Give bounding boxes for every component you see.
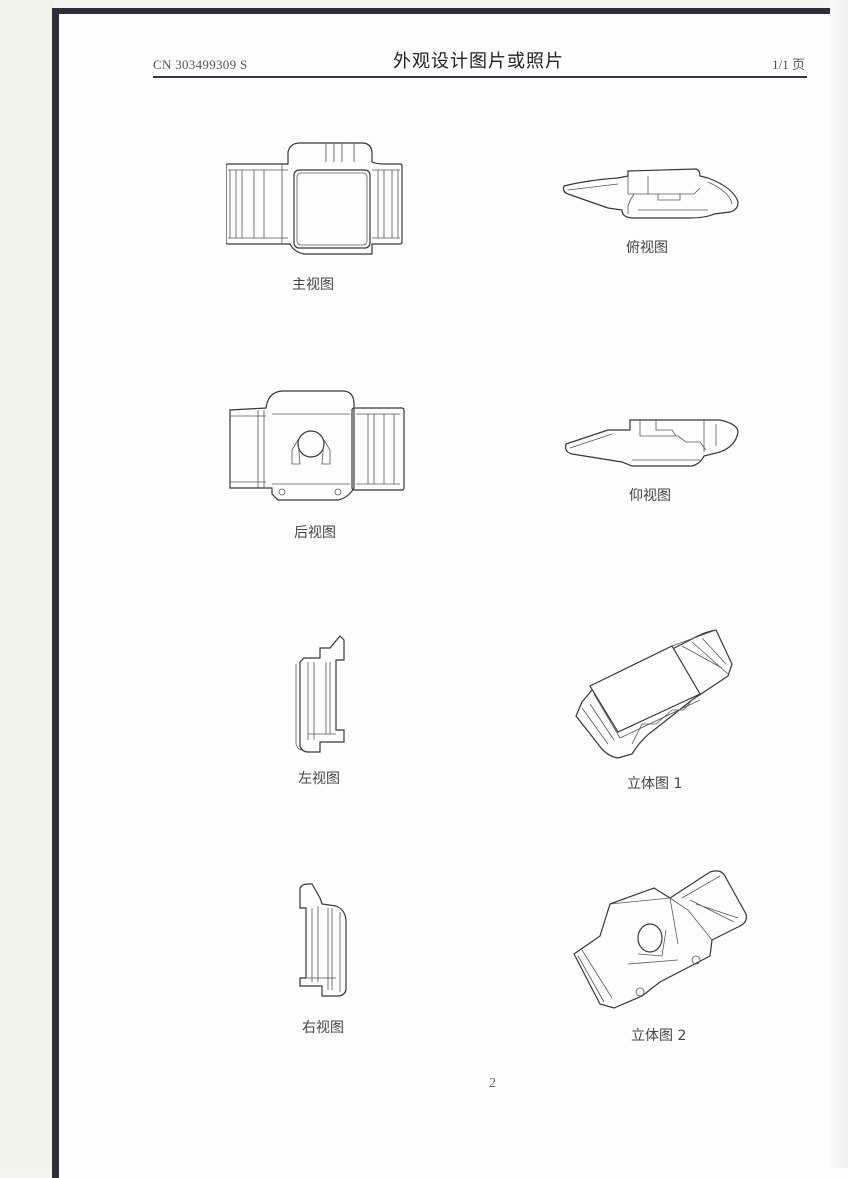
document-title: 外观设计图片或照片 (393, 51, 564, 72)
bottom-view-caption: 仰视图 (629, 488, 671, 504)
perspective-2-caption: 立体图 2 (631, 1028, 687, 1044)
document-header: CN 303499309 S 外观设计图片或照片 1/1 页 (153, 46, 807, 78)
document-number: CN 303499309 S (153, 57, 248, 72)
front-view-drawing (226, 140, 406, 260)
top-view-caption: 俯视图 (626, 240, 668, 256)
perspective-2-drawing (570, 864, 750, 1014)
right-view-drawing (292, 882, 356, 1006)
page-info: 1/1 页 (772, 57, 805, 72)
scan-margin (0, 0, 54, 1168)
perspective-1-caption: 立体图 1 (627, 776, 683, 792)
perspective-1-drawing (572, 624, 740, 764)
left-view-drawing (290, 634, 354, 756)
left-view-caption: 左视图 (298, 771, 340, 787)
rear-view-caption: 后视图 (294, 525, 336, 541)
rear-view-drawing (228, 388, 408, 506)
top-view-drawing (558, 166, 743, 226)
front-view-caption: 主视图 (292, 277, 334, 293)
document-page (52, 8, 848, 1178)
bottom-view-drawing (560, 416, 745, 476)
page-number: 2 (489, 1076, 496, 1091)
scan-right-edge (830, 0, 848, 1168)
right-view-caption: 右视图 (302, 1020, 344, 1036)
